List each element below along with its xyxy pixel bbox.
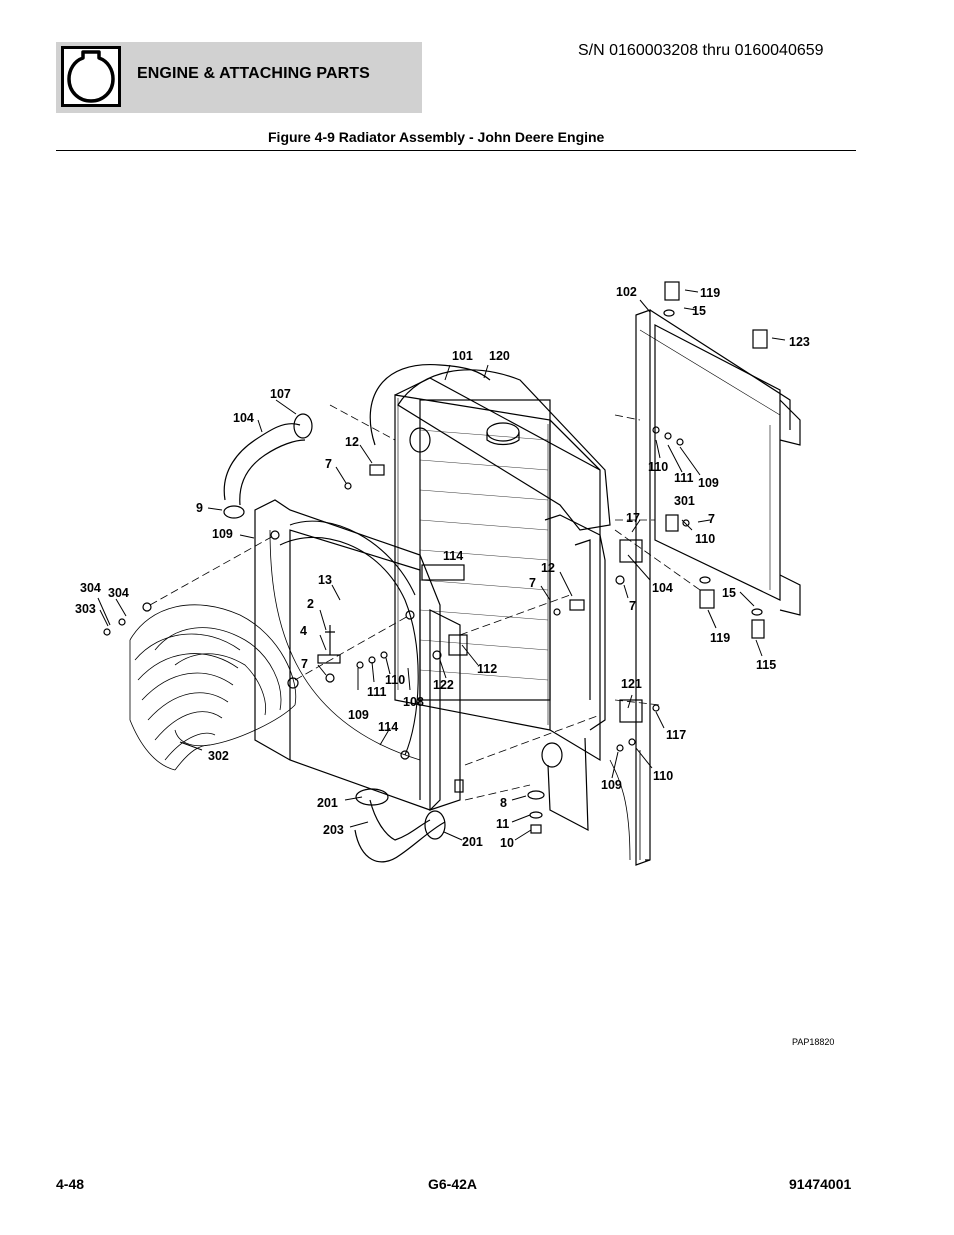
callout-119b: 119: [710, 631, 730, 645]
callout-10: 10: [500, 836, 514, 850]
callout-110c: 110: [385, 673, 405, 687]
callout-302: 303: [75, 602, 96, 616]
callout-123: 123: [789, 335, 810, 349]
callout-202: 203: [323, 823, 344, 837]
callout-114a: 114: [443, 549, 463, 563]
callout-119a: 119: [700, 286, 720, 300]
upper-radiator-hose: [223, 423, 306, 506]
callout-17: 17: [626, 511, 640, 525]
engine-icon: [61, 46, 121, 107]
callout-117: 117: [666, 728, 686, 742]
callout-15a: 15: [692, 304, 706, 318]
callout-4: 4: [300, 624, 307, 638]
callout-7a: 7: [325, 457, 332, 471]
callout-labels: 107 104 9 109 304 304 303 12 7 101 120 1…: [75, 285, 834, 1047]
callout-12a: 12: [345, 435, 359, 449]
callout-303: 304: [80, 581, 101, 595]
page-number: 4-48: [56, 1176, 85, 1192]
leader-lines: [97, 289, 786, 841]
callout-203: 301: [674, 494, 695, 508]
section-title: ENGINE & ATTACHING PARTS: [137, 65, 370, 82]
callout-114b: 114: [378, 720, 398, 734]
serial-range: S/N 0160003208 thru 0160040659: [578, 42, 824, 59]
callout-107: 108: [403, 695, 424, 709]
callout-108: 109: [212, 527, 233, 541]
callout-201b: 201: [462, 835, 483, 849]
hardware: [103, 281, 768, 834]
manual-part-number: 91474001: [789, 1176, 852, 1192]
callout-101: 101: [452, 349, 473, 363]
callout-109a: 109: [698, 476, 719, 490]
alignment-lines: [149, 404, 701, 801]
fan-guard: [129, 604, 297, 771]
callout-109c: 109: [601, 778, 622, 792]
callout-7e: 7: [301, 657, 308, 671]
callout-2: 2: [307, 597, 314, 611]
overflow-tube: [609, 749, 641, 861]
callout-112: 112: [477, 662, 497, 676]
callout-301: 302: [208, 749, 229, 763]
model-number: G6-42A: [428, 1176, 478, 1192]
callout-102: 102: [616, 285, 637, 299]
upper-hose: [369, 364, 491, 446]
oil-cooler: [654, 324, 801, 616]
callout-12b: 12: [541, 561, 555, 575]
header-divider: [56, 150, 856, 151]
lower-hose: [354, 799, 446, 863]
callout-111a: 111: [674, 471, 694, 485]
callout-104: 104: [652, 581, 673, 595]
callout-110d: 110: [653, 769, 673, 783]
fan-shroud: [254, 499, 441, 811]
callout-15b: 15: [722, 586, 736, 600]
callout-7c: 7: [529, 576, 536, 590]
drawing-code: PAP18820: [792, 1037, 834, 1047]
callout-111b: 111: [367, 685, 387, 699]
callout-110b: 110: [695, 532, 715, 546]
callout-120: 120: [489, 349, 510, 363]
callout-13: 13: [318, 573, 332, 587]
radiator-core: [394, 369, 611, 768]
callout-7d: 7: [629, 599, 636, 613]
callout-304: 304: [108, 586, 129, 600]
callout-9: 9: [196, 501, 203, 515]
callout-115: 115: [756, 658, 776, 672]
callout-109b: 109: [348, 708, 369, 722]
figure-title: Figure 4-9 Radiator Assembly - John Deer…: [268, 129, 605, 145]
callout-7b: 7: [708, 512, 715, 526]
callout-122: 122: [433, 678, 454, 692]
callout-8: 8: [500, 796, 507, 810]
callout-201a: 201: [317, 796, 338, 810]
callout-11: 11: [496, 817, 509, 831]
callout-103: 104: [233, 411, 254, 425]
side-panel: [635, 309, 791, 866]
callout-110a: 110: [648, 460, 668, 474]
side-brackets: [429, 514, 606, 832]
callout-105: 107: [270, 387, 291, 401]
callout-121: 121: [621, 677, 642, 691]
